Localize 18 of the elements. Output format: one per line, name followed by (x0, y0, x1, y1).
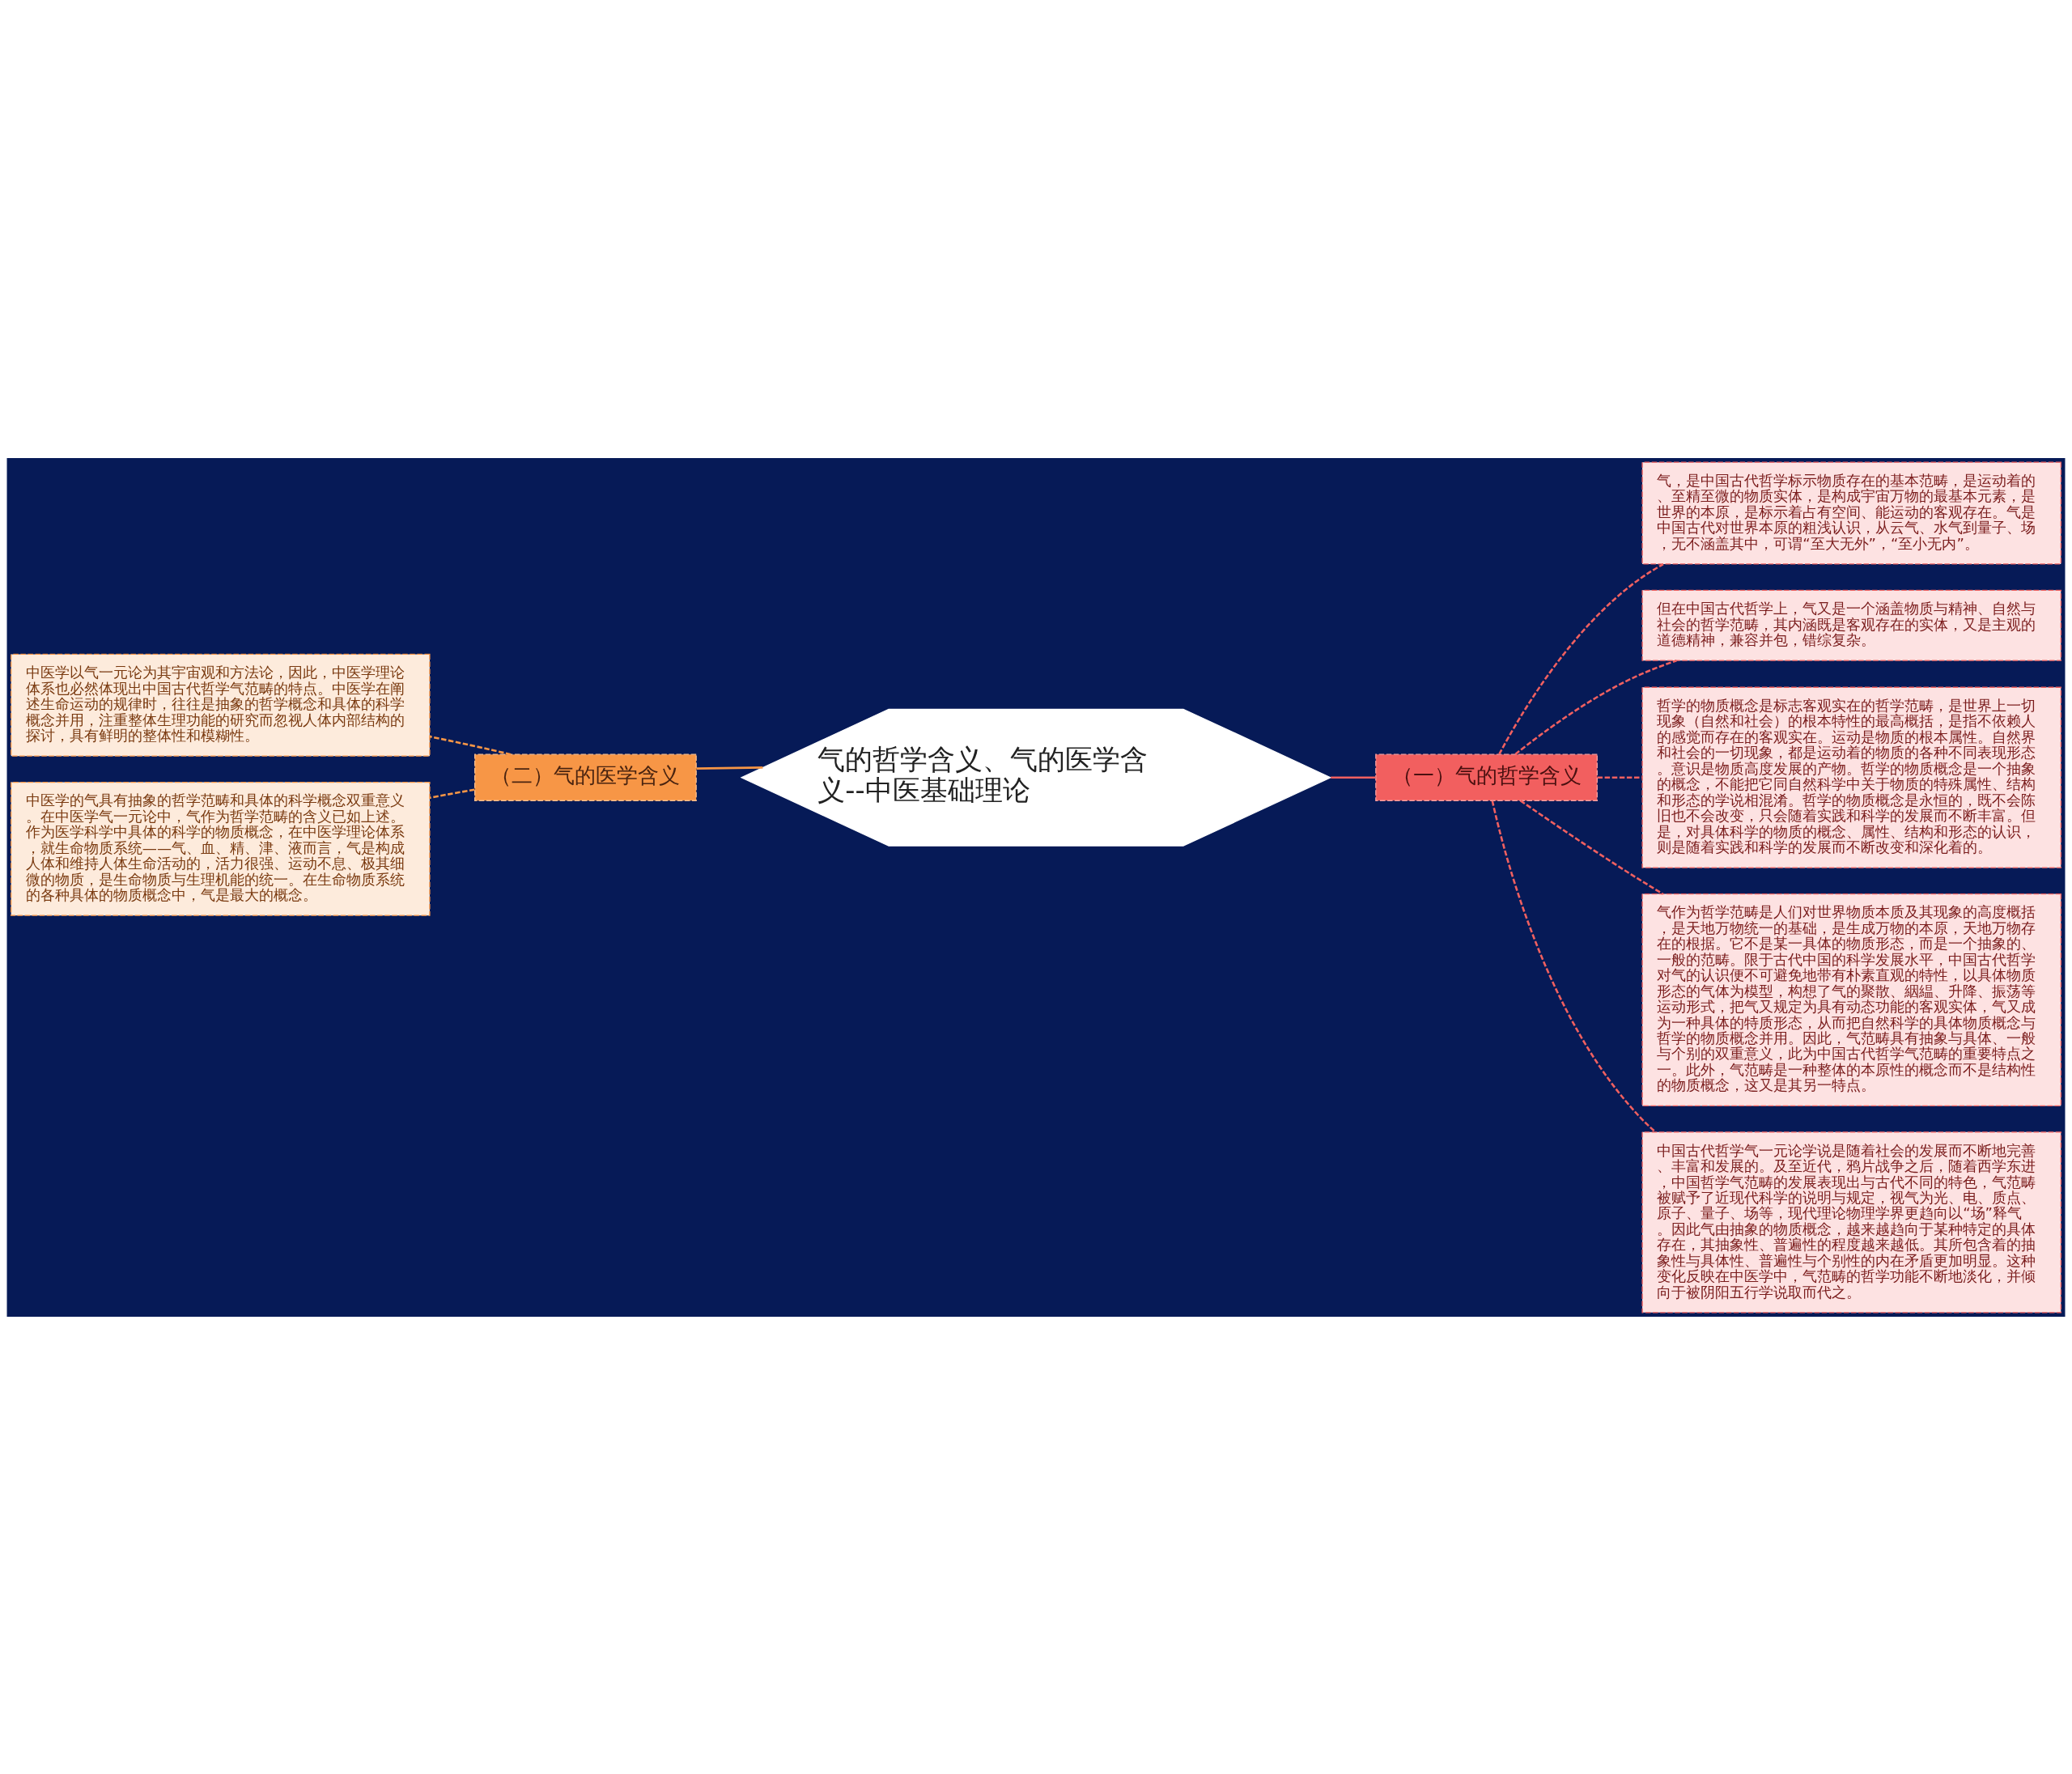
node-box: 中医学以气一元论为其宇宙观和方法论，因此，中医学理论体系也必然体现出中国古代哲学气范畴的特点。中医学在阐述生命运动的规律时，往往是抽象的哲学概念和具体的科学概念并用，注重整体生理功能的研究而忽视人体内部结构的探讨，具有鲜明的整体性和模糊性。 (11, 653, 431, 757)
node-box: 中国古代哲学气一元论学说是随着社会的发展而不断地完善、丰富和发展的。及至近代，鸦片战争之后，随着西学东进，中国哲学气范畴的发展表现出与古代不同的特色，气范畴被赋予了近现代科学的说明与规定，视气为光、电、质点、原子、量子、场等，现代理论物理学界更趋向以“场”释气。因此气由抽象的物质概念，越来越趋向于某种特定的具体存在，其抽象性、普遍性的程度越来越低。其所包含着的抽象性与具体性、普遍性与个别性的内在矛盾更加明显。这种变化反映在中医学中，气范畴的哲学功能不断地淡化，并倾向于被阴阳五行学说取而代之。 (1641, 1131, 2061, 1313)
connector (696, 766, 763, 770)
node-box: 中医学的气具有抽象的哲学范畴和具体的科学概念双重意义。在中医学气一元论中，气作为哲学范畴的含义已如上述。作为医学科学中具体的科学的物质概念，在中医学理论体系，就生命物质系统——气、血、精、津、液而言，气是构成人体和维持人体生命活动的，活力很强、运动不息、极其细微的物质，是生命物质与生理机能的统一。在生命物质系统的各种具体的物质概念中，气是最大的概念。 (11, 781, 431, 916)
node-box: （一）气的哲学含义 (1375, 753, 1598, 801)
connector (1514, 659, 1677, 755)
connector (1491, 800, 1657, 1133)
connector (1520, 799, 1664, 895)
connector (1331, 775, 1376, 779)
node-box: 但在中国古代哲学上，气又是一个涵盖物质与精神、自然与社会的哲学范畴，其内涵既是客观存在的实体，又是主观的道德精神，兼容并包，错综复杂。 (1641, 589, 2061, 661)
node-box: 气作为哲学范畴是人们对世界物质本质及其现象的高度概括，是天地万物统一的基础，是生成万物的本原，天地万物存在的根据。它不是某一具体的物质形态，而是一个抽象的、一般的范畴。限于古代中国的科学发展水平，中国古代哲学对气的认识便不可避免地带有朴素直观的特性，以具体物质形态的气体为模型，构想了气的聚散、絪緼、升降、振荡等运动形式，把气又规定为具有动态功能的客观实体，气又成为一种具体的特质形态，从而把自然科学的具体物质概念与哲学的物质概念并用。因此，气范畴具有抽象与具体、一般与个别的双重意义，此为中国古代哲学气范畴的重要特点之一。此外，气范畴是一种整体的本原性的概念而不是结构性的物质概念，这又是其另一特点。 (1641, 893, 2061, 1106)
node-box: （二）气的医学含义 (474, 753, 697, 801)
node-box: 哲学的物质概念是标志客观实在的哲学范畴，是世界上一切现象（自然和社会）的根本特性的最高概括，是指不依赖人的感觉而存在的客观实在。运动是物质的根本属性。自然界和社会的一切现象，都是运动着的物质的各种不同表现形态。意识是物质高度发展的产物。哲学的物质概念是一个抽象的概念，不能把它同自然科学中关于物质的特殊属性、结构和形态的学说相混淆。哲学的物质概念是永恒的，既不会陈旧也不会改变，只会随着实践和科学的发展而不断丰富。但是，对具体科学的物质的概念、属性、结构和形态的认识，则是随着实践和科学的发展而不断改变和深化着的。 (1641, 686, 2061, 868)
connector (1498, 562, 1664, 755)
node-box: 气，是中国古代哲学标示物质存在的基本范畴，是运动着的、至精至微的物质实体，是构成宇宙万物的最基本元素，是世界的本原，是标示着占有空间、能运动的客观存在。气是中国古代对世界本原的粗浅认识，从云气、水气到量子、场，无不涵盖其中，可谓“至大无外”，“至小无内”。 (1641, 461, 2061, 565)
connector (429, 735, 512, 755)
connector (1597, 775, 1642, 779)
connector (429, 787, 475, 799)
